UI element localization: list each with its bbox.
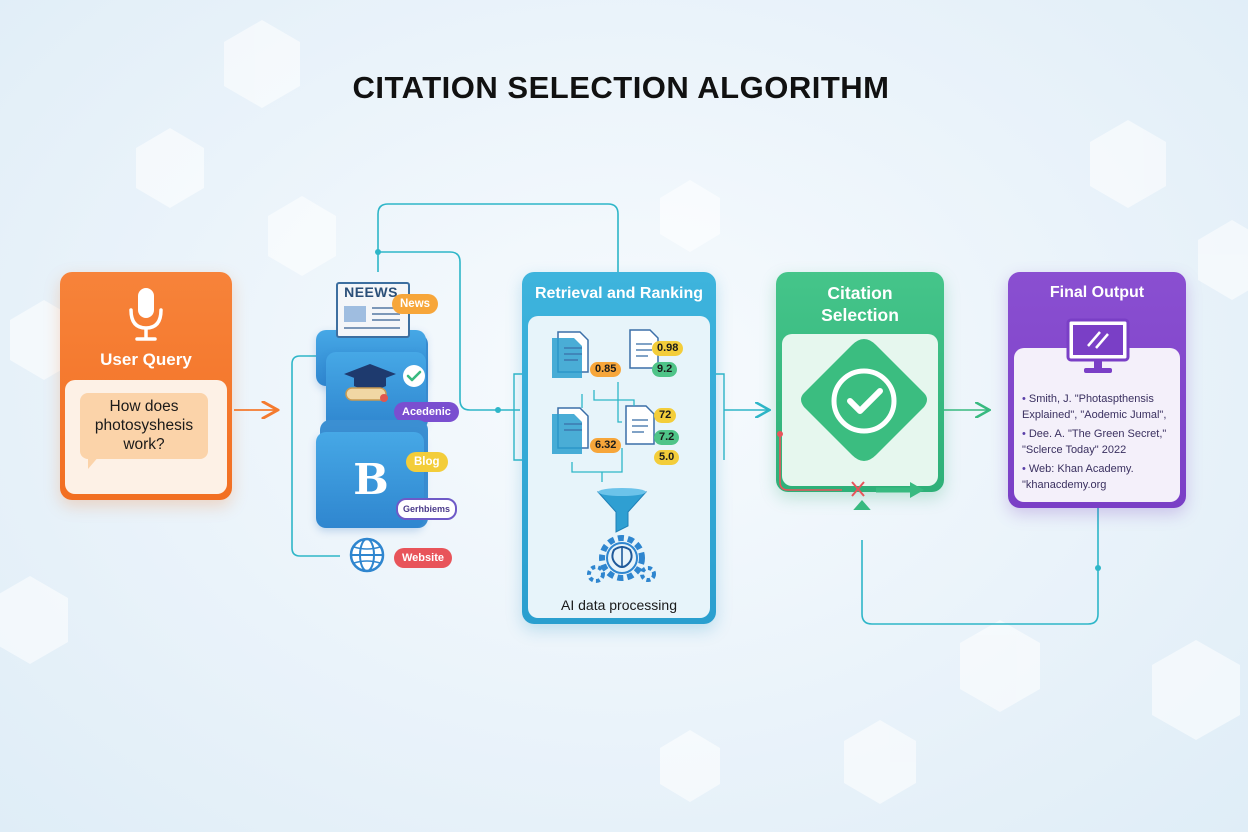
score-badge: 72 <box>654 408 677 423</box>
user-question: How does photosyshesis work? <box>94 398 194 453</box>
microphone-icon <box>129 288 163 341</box>
citation-list: •Smith, J. "Photaspthensis Explained", "… <box>1022 392 1182 497</box>
monitor-icon <box>1066 318 1130 373</box>
score-badge: 7.2 <box>654 430 680 445</box>
citation-selection-title: Citation Selection <box>821 283 899 325</box>
tag-academic: Acedenic <box>394 402 459 422</box>
reject-accept-arrows <box>777 431 924 510</box>
user-query-label: User Query <box>100 350 192 369</box>
score-badge: 0.85 <box>590 362 622 377</box>
citation-item: •Web: Khan Academy. "khanacdemy.org <box>1022 463 1134 491</box>
retrieval-caption: AI data processing <box>561 597 677 613</box>
final-output-card: Final Output •Smith, J. "Photaspthensis … <box>1008 272 1186 508</box>
tag-blog: Blog <box>406 452 448 472</box>
graduation-cap-icon <box>344 364 396 402</box>
speech-bubble <box>80 393 208 459</box>
check-circle-icon <box>801 339 927 461</box>
globe-icon <box>349 537 385 573</box>
check-badge-icon <box>403 365 425 387</box>
ranking-flow-icons <box>552 329 659 533</box>
diagram-title: CITATION SELECTION ALGORITHM <box>352 70 890 105</box>
citation-item: •Dee. A. "The Green Secret," "Sclerce To… <box>1022 428 1167 456</box>
speech-bubble-tail <box>88 455 100 469</box>
citation-item: •Smith, J. "Photaspthensis Explained", "… <box>1022 393 1167 421</box>
score-badge: 5.0 <box>654 450 680 465</box>
final-output-title: Final Output <box>1049 284 1145 301</box>
score-badge: 0.98 <box>652 341 684 356</box>
tag-website: Website <box>394 548 452 568</box>
user-query-card: User Query How does photosyshesis work? <box>60 272 232 500</box>
newspaper-headline: NEEWS <box>344 284 398 300</box>
tag-news: News <box>392 294 439 314</box>
tag-other: Gerhbiems <box>396 498 458 520</box>
score-badge: 6.32 <box>590 438 622 453</box>
retrieval-ranking-title: Retrieval and Ranking <box>534 285 704 302</box>
score-badge: 9.2 <box>652 362 678 377</box>
final-output-panel <box>1014 348 1180 502</box>
ai-brain-gear-icon <box>587 535 656 583</box>
retrieval-ranking-card: Retrieval and Ranking <box>522 272 716 624</box>
blog-logo: B <box>353 455 389 504</box>
